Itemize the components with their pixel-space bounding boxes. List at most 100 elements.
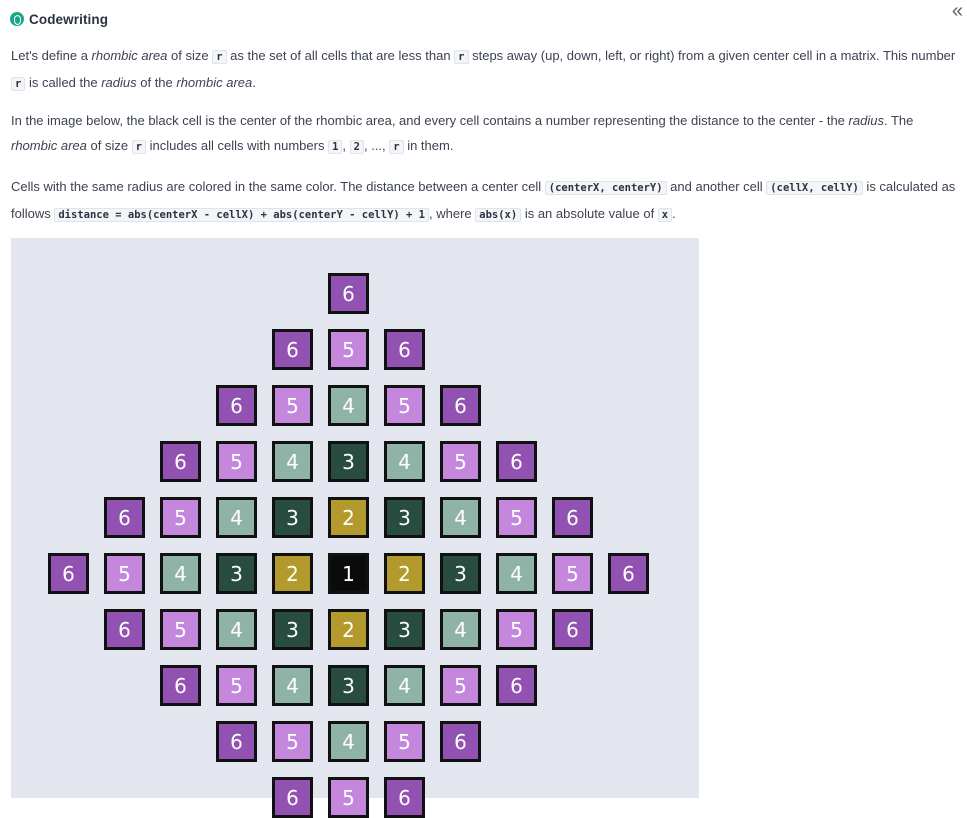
grid-cell-3: 3 (440, 553, 481, 594)
text: . (672, 206, 676, 221)
grid-cell-4: 4 (216, 609, 257, 650)
inline-code: (cellX, cellY) (766, 181, 863, 195)
text: . The (883, 113, 914, 128)
text: Cells with the same radius are colored i… (11, 179, 545, 194)
grid-cell-4: 4 (440, 497, 481, 538)
text: and another cell (666, 179, 767, 194)
grid-cell-6: 6 (216, 385, 257, 426)
grid-cell-6: 6 (440, 721, 481, 762)
grid-cell-6: 6 (272, 777, 313, 818)
grid-cell-6: 6 (384, 329, 425, 370)
inline-code: 2 (349, 140, 364, 154)
term-radius: radius (101, 75, 137, 90)
text: of the (136, 75, 177, 90)
text: is an absolute value of (521, 206, 658, 221)
description-paragraph-3: Cells with the same radius are colored i… (11, 174, 956, 228)
grid-cell-4: 4 (384, 441, 425, 482)
text: in them. (403, 138, 454, 153)
grid-cell-3: 3 (328, 665, 369, 706)
inline-code: r (11, 77, 26, 91)
grid-cell-4: 4 (440, 609, 481, 650)
task-title: Codewriting (29, 11, 109, 27)
grid-cell-4: 4 (216, 497, 257, 538)
text: includes all cells with numbers (146, 138, 329, 153)
term-rhombic-area: rhombic area (176, 75, 253, 90)
grid-cell-5: 5 (272, 385, 313, 426)
grid-cell-2: 2 (328, 497, 369, 538)
grid-cell-4: 4 (272, 665, 313, 706)
text: In the image below, the black cell is th… (11, 113, 849, 128)
text: , ..., (363, 138, 390, 153)
grid-cell-6: 6 (104, 497, 145, 538)
grid-cell-5: 5 (328, 329, 369, 370)
grid-cell-6: 6 (216, 721, 257, 762)
codewriting-icon (10, 12, 24, 26)
grid-cell-3: 3 (384, 609, 425, 650)
text: , (342, 138, 350, 153)
text: is called the (25, 75, 102, 90)
description-paragraph-2: In the image below, the black cell is th… (11, 108, 956, 160)
grid-cell-5: 5 (328, 777, 369, 818)
grid-cell-6: 6 (384, 777, 425, 818)
text: steps away (up, down, left, or right) fr… (468, 48, 956, 63)
collapse-panel-icon[interactable]: « (951, 0, 963, 22)
grid-cell-4: 4 (328, 385, 369, 426)
grid-cell-3: 3 (384, 497, 425, 538)
inline-code: 1 (328, 140, 343, 154)
grid-cell-6: 6 (160, 441, 201, 482)
grid-cell-6: 6 (440, 385, 481, 426)
grid-cell-4: 4 (272, 441, 313, 482)
text: is calculated as follows (11, 179, 956, 221)
grid-cell-6: 6 (552, 497, 593, 538)
grid-cell-5: 5 (272, 721, 313, 762)
task-header: Codewriting (10, 9, 108, 29)
text: Let's define a (11, 48, 92, 63)
inline-code: (centerX, centerY) (544, 181, 667, 195)
grid-cell-6: 6 (496, 441, 537, 482)
grid-cell-5: 5 (552, 553, 593, 594)
term-radius: radius (848, 113, 884, 128)
grid-cell-5: 5 (160, 497, 201, 538)
grid-cell-5: 5 (440, 441, 481, 482)
text: , where (429, 206, 476, 221)
grid-cell-2: 2 (384, 553, 425, 594)
grid-cell-5: 5 (216, 441, 257, 482)
grid-cell-6: 6 (328, 273, 369, 314)
grid-cell-5: 5 (384, 721, 425, 762)
grid-cell-2: 2 (328, 609, 369, 650)
grid-cell-5: 5 (104, 553, 145, 594)
grid-cell-3: 3 (272, 609, 313, 650)
grid-cell-5: 5 (440, 665, 481, 706)
inline-code: r (389, 140, 404, 154)
grid-cell-5: 5 (496, 609, 537, 650)
term-rhombic-area: rhombic area (91, 48, 168, 63)
grid-cell-6: 6 (272, 329, 313, 370)
inline-code: abs(x) (475, 208, 522, 222)
text: of size (86, 138, 132, 153)
grid-cell-3: 3 (272, 497, 313, 538)
grid-cell-6: 6 (160, 665, 201, 706)
grid-cell-4: 4 (496, 553, 537, 594)
inline-code: x (657, 208, 673, 222)
grid-cell-3: 3 (328, 441, 369, 482)
inline-code: r (131, 140, 146, 154)
term-rhombic-area: rhombic area (11, 138, 87, 153)
grid-cell-2: 2 (272, 553, 313, 594)
grid-cell-6: 6 (496, 665, 537, 706)
description-paragraph-1: Let's define a rhombic area of size r as… (11, 43, 956, 97)
grid-cell-5: 5 (496, 497, 537, 538)
grid-cell-5: 5 (216, 665, 257, 706)
grid-cell-6: 6 (608, 553, 649, 594)
grid-cell-4: 4 (328, 721, 369, 762)
grid-cell-6: 6 (104, 609, 145, 650)
grid-cell-6: 6 (552, 609, 593, 650)
text: of size (167, 48, 213, 63)
grid-cell-5: 5 (384, 385, 425, 426)
text: . (252, 75, 256, 90)
inline-code: r (212, 50, 227, 64)
grid-cell-6: 6 (48, 553, 89, 594)
grid-cell-1: 1 (328, 553, 369, 594)
text: as the set of all cells that are less th… (226, 48, 455, 63)
grid-cell-5: 5 (160, 609, 201, 650)
